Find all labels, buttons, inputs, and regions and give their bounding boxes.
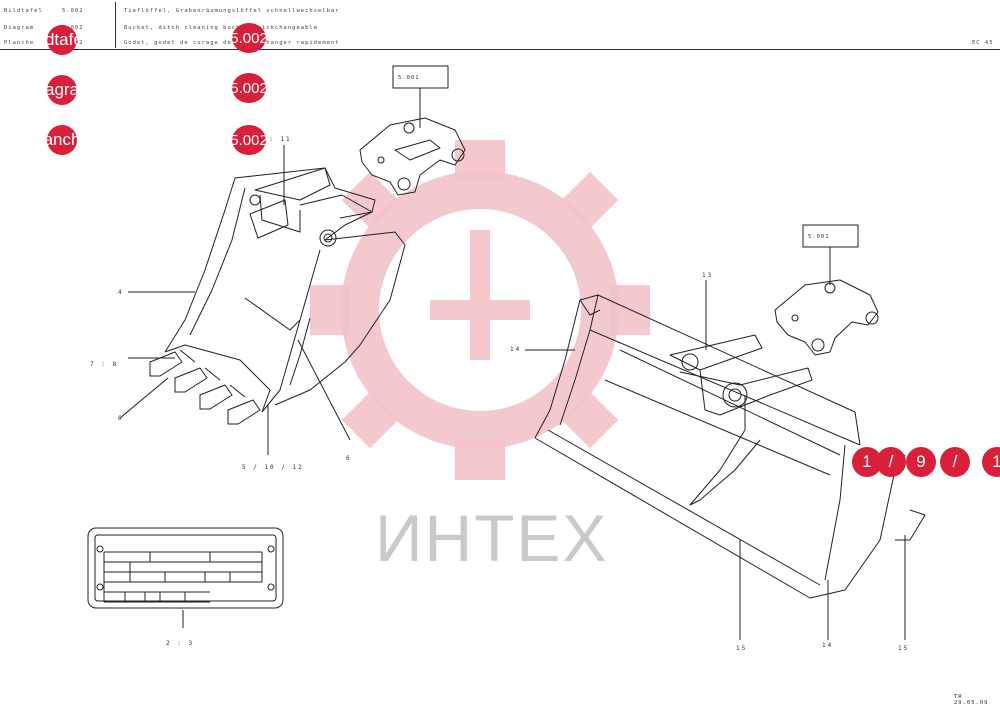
ref-box-label-2: 5.001 bbox=[808, 234, 830, 240]
header-value-1: 5.002 bbox=[62, 8, 84, 14]
header-title-fr: Godet, godet de curage de fossé changer … bbox=[124, 40, 340, 46]
callout-5-10-12: 5 / 10 / 12 bbox=[242, 464, 304, 471]
header-model: EC 45 bbox=[972, 40, 994, 46]
header-divider bbox=[115, 2, 116, 48]
badge-right-1[interactable]: 1 bbox=[852, 447, 882, 477]
badge-right-slash-2[interactable]: / bbox=[940, 447, 970, 477]
badge-bildtafel[interactable]: ldtafe bbox=[47, 25, 77, 55]
callout-8-11: 8 : 11 bbox=[258, 136, 292, 143]
header-title-de: Tieflöffel, Grabenräumungslöffel schnell… bbox=[124, 8, 340, 14]
callout-6b: 6 bbox=[346, 455, 352, 462]
callout-4: 4 bbox=[118, 289, 124, 296]
type-plate bbox=[87, 527, 284, 628]
callout-14a: 14 bbox=[510, 346, 522, 353]
callout-15a: 15 bbox=[736, 645, 748, 652]
ref-box-label-1: 5.001 bbox=[398, 75, 420, 81]
header-value-2: 5.002 bbox=[62, 25, 84, 31]
badge-5002-3[interactable]: 5.002 bbox=[232, 125, 266, 155]
watermark-text: ИНТЕХ bbox=[375, 501, 609, 575]
header-label-3: Planche bbox=[4, 40, 35, 46]
badge-5002-1[interactable]: 5.002 bbox=[232, 23, 266, 53]
badge-right-1b[interactable]: 1 bbox=[982, 447, 1000, 477]
callout-6a: 6 bbox=[118, 415, 124, 422]
left-bucket bbox=[149, 167, 406, 425]
header-title-en: Bucket, ditch cleaning bucket quickchang… bbox=[124, 25, 319, 31]
left-coupler bbox=[359, 65, 466, 196]
badge-diagram[interactable]: agra bbox=[47, 75, 77, 105]
callout-14b: 14 bbox=[822, 642, 834, 649]
badge-right-9[interactable]: 9 bbox=[906, 447, 936, 477]
header-rule bbox=[0, 49, 1000, 50]
right-coupler bbox=[774, 224, 879, 356]
header-label-1: Bildtafel bbox=[4, 8, 43, 14]
callout-2-3: 2 : 3 bbox=[166, 640, 195, 647]
header-label-2: Diagram bbox=[4, 25, 35, 31]
badge-planche[interactable]: anch bbox=[47, 125, 77, 155]
callout-7-8: 7 : 8 bbox=[90, 361, 119, 368]
badge-right-slash-1[interactable]: / bbox=[876, 447, 906, 477]
callout-13: 13 bbox=[702, 272, 714, 279]
badge-5002-2[interactable]: 5.002 bbox=[232, 73, 266, 103]
callout-15b: 15 bbox=[898, 645, 910, 652]
footer-code: TR 29.05.09 bbox=[954, 694, 989, 706]
